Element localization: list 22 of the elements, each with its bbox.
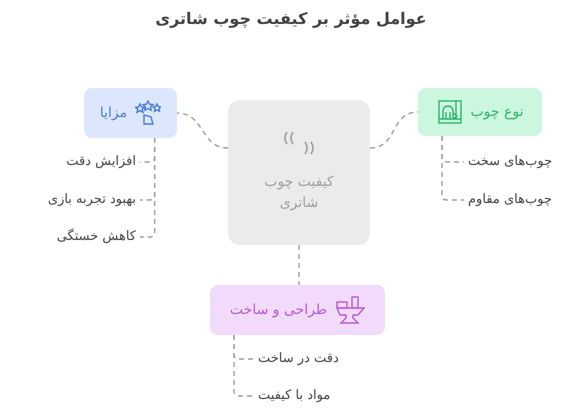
- item-text: دقت در ساخت: [258, 351, 339, 367]
- title: عوامل مؤثر بر کیفیت چوب شاتری: [155, 9, 427, 28]
- category-box: [418, 88, 542, 136]
- category-box: [210, 285, 385, 335]
- connector: [233, 335, 254, 397]
- item-text: چوب‌های مقاوم: [468, 192, 552, 208]
- item-text: مواد با کیفیت: [258, 388, 330, 404]
- node-label: نوع چوب: [470, 104, 524, 120]
- node-label: طراحی و ساخت: [230, 302, 328, 318]
- node-label: مزایا: [100, 105, 128, 121]
- connector: [441, 136, 464, 201]
- connector: [140, 138, 156, 238]
- connector: [370, 111, 418, 149]
- category-box: [84, 88, 177, 138]
- connector: [298, 245, 300, 285]
- item-text: کاهش خستگی: [56, 229, 136, 245]
- topic-box: [228, 100, 370, 245]
- item-text: بهبود تجربه بازی: [48, 192, 136, 208]
- connector: [176, 112, 228, 149]
- item-text: چوب‌های سخت: [468, 154, 552, 170]
- node-label: کیفیت چوب شاتری: [263, 172, 335, 212]
- item-text: افزایش دقت: [66, 154, 136, 170]
